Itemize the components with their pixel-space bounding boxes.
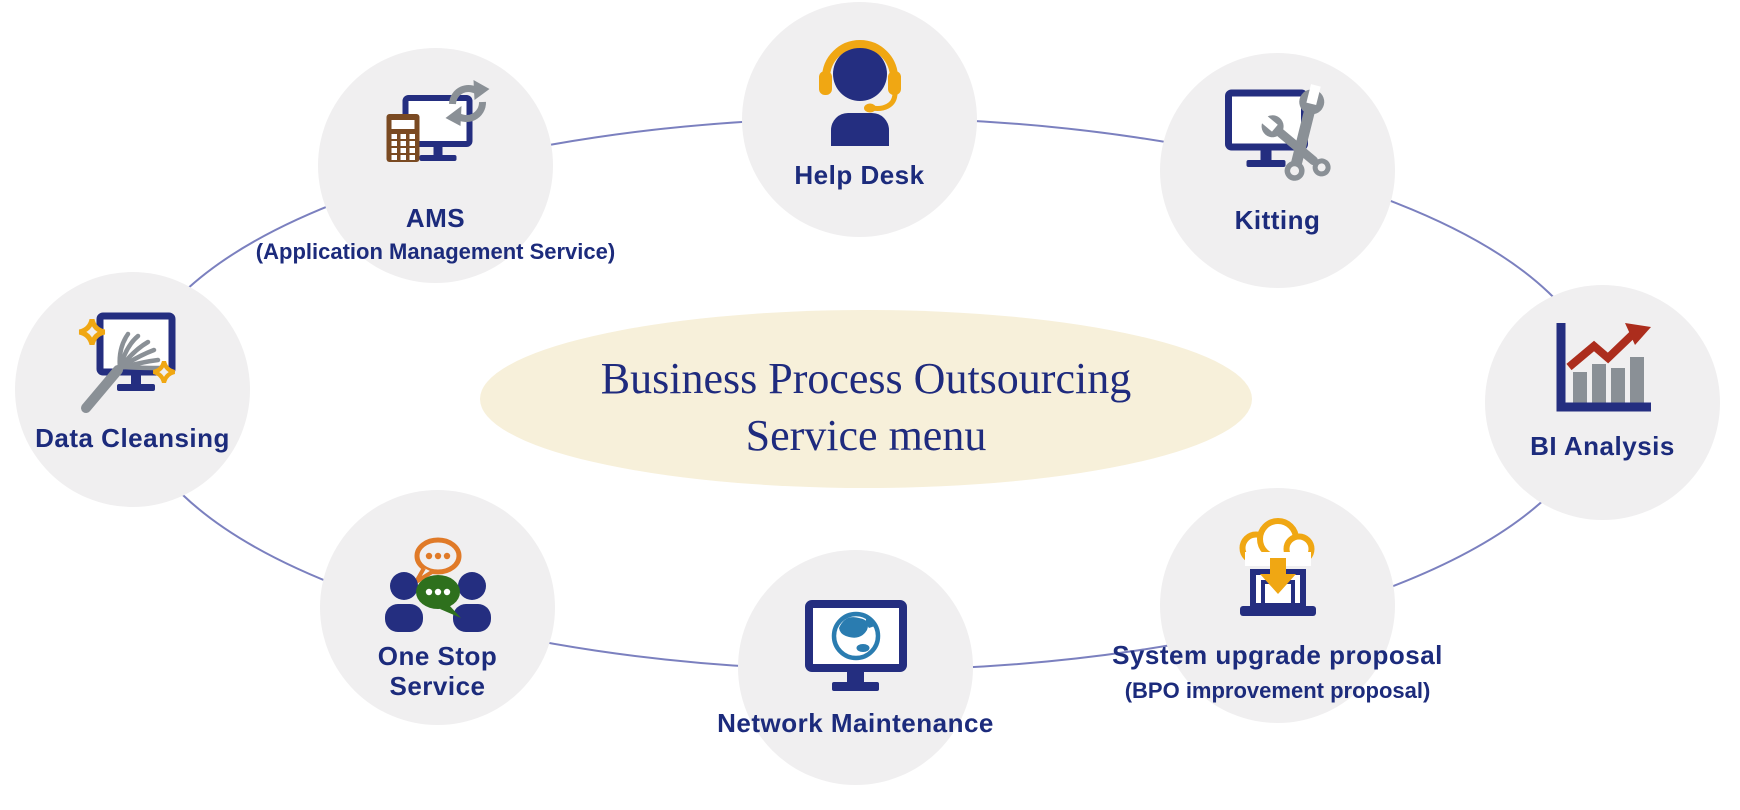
monitor-duster-sparkle-icon — [78, 312, 175, 413]
cloud-download-laptop-icon — [1239, 518, 1316, 616]
monitor-globe-icon — [804, 600, 907, 691]
node-bi-analysis: BI Analysis — [1485, 285, 1720, 520]
node-sublabel-ams: (Application Management Service) — [255, 239, 616, 264]
title-line-1: Business Process Outsourcing — [600, 353, 1132, 403]
node-system-upgrade: System upgrade proposal (BPO improvement… — [1112, 488, 1442, 723]
node-label-ams: AMS — [405, 203, 466, 233]
center-title-ellipse: Business Process Outsourcing Service men… — [480, 310, 1252, 488]
node-label-one-stop-line2: Service — [389, 671, 486, 701]
duster-strands — [116, 331, 162, 371]
sparkle-icon — [152, 360, 175, 384]
node-ams: AMS (Application Management Service) — [256, 48, 615, 283]
sparkle-icon — [78, 318, 105, 346]
headset-agent-icon — [818, 40, 901, 146]
node-sublabel-system-upgrade: (BPO improvement proposal) — [1124, 678, 1431, 703]
monitor-calculator-refresh-icon — [386, 80, 489, 162]
node-label-one-stop: One Stop — [377, 641, 498, 671]
node-label-system-upgrade: System upgrade proposal — [1112, 640, 1443, 670]
node-data-cleansing: Data Cleansing — [15, 272, 250, 507]
node-label-bi-analysis: BI Analysis — [1530, 431, 1675, 461]
node-network-maintenance: Network Maintenance — [717, 550, 993, 785]
node-help-desk: Help Desk — [742, 2, 977, 237]
bar-chart-growth-arrow-icon — [1556, 323, 1651, 412]
node-label-kitting: Kitting — [1234, 205, 1321, 235]
monitor-wrenches-icon — [1224, 84, 1331, 181]
title-line-2: Service menu — [745, 411, 987, 460]
wrench-large — [1284, 84, 1324, 181]
node-one-stop: One Stop Service — [320, 490, 555, 725]
people-chat-bubbles-icon — [384, 537, 491, 632]
node-label-data-cleansing: Data Cleansing — [35, 423, 230, 453]
node-label-help-desk: Help Desk — [794, 160, 925, 190]
node-kitting: Kitting — [1160, 53, 1395, 288]
node-label-network-maintenance: Network Maintenance — [717, 708, 994, 738]
